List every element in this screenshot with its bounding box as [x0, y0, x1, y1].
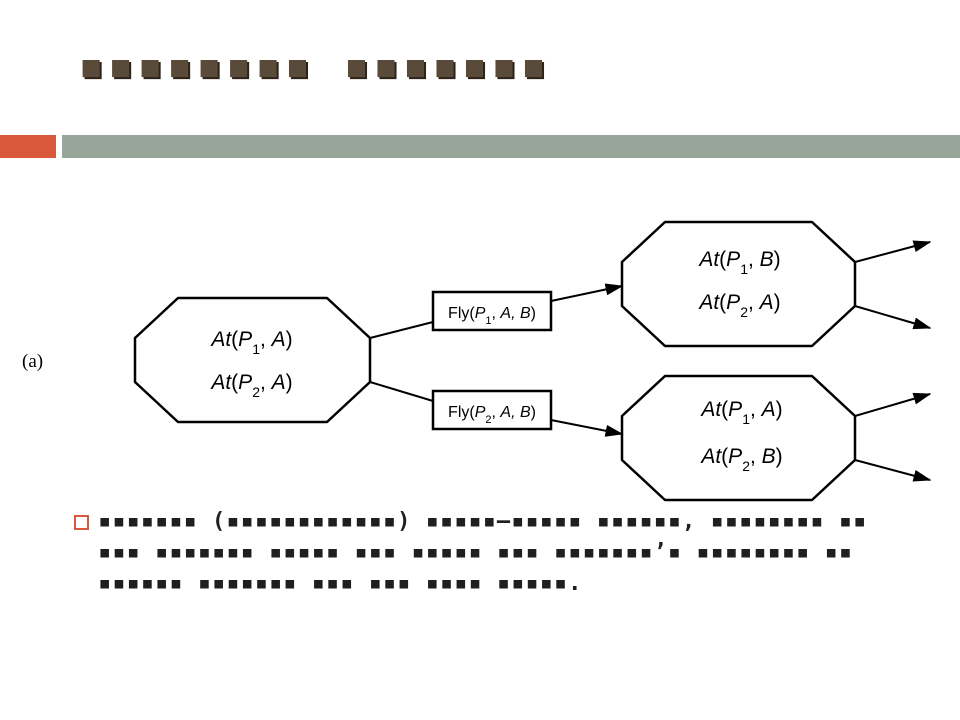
bullet-text: ▪▪▪▪▪▪▪ (▪▪▪▪▪▪▪▪▪▪▪▪) ▪▪▪▪▪–▪▪▪▪▪ ▪▪▪▪▪… — [98, 509, 882, 596]
edge-start-to-action-1 — [369, 321, 434, 339]
svg-text:Fly(P1, A, B): Fly(P1, A, B) — [448, 305, 536, 327]
svg-text:Fly(P2, A, B): Fly(P2, A, B) — [448, 404, 536, 426]
edge-start-to-action-2 — [369, 381, 434, 402]
action-fly-p1: Fly(P1, A, B) — [431, 290, 553, 332]
result-state-1-fact-2: At(P2, A) — [697, 291, 780, 320]
action-fly-p2: Fly(P2, A, B) — [431, 389, 553, 431]
title-rule — [62, 135, 960, 158]
result-state-2-fact-2: At(P2, B) — [699, 445, 782, 474]
accent-bar — [0, 135, 56, 158]
start-state: At(P1, A) At(P2, A) — [133, 296, 372, 424]
start-state-fact-1: At(P1, A) — [209, 328, 292, 357]
slide-title: ▪▪▪▪▪▪▪▪ ▪▪▪▪▪▪▪ — [78, 40, 550, 91]
edge-action-1-to-state-1 — [550, 283, 624, 302]
panel-label: (a) — [22, 351, 43, 372]
result-state-2: At(P1, A) At(P2, B) — [620, 374, 857, 502]
result-state-1: At(P1, B) At(P2, A) — [620, 220, 857, 348]
edge-state-2-out-lower — [854, 459, 932, 482]
result-state-1-fact-1: At(P1, B) — [697, 248, 780, 277]
edge-state-1-out-lower — [854, 305, 932, 330]
start-state-fact-2: At(P2, A) — [209, 371, 292, 400]
edge-state-2-out-upper — [854, 392, 932, 417]
bullet-square-icon — [74, 515, 89, 530]
state-space-diagram: (a) At(P1, A) At(P2, A) Fly(P1, A, B) Fl… — [22, 220, 932, 502]
edge-action-2-to-state-2 — [550, 419, 624, 437]
edge-state-1-out-upper — [854, 240, 932, 263]
result-state-2-fact-1: At(P1, A) — [699, 398, 782, 427]
